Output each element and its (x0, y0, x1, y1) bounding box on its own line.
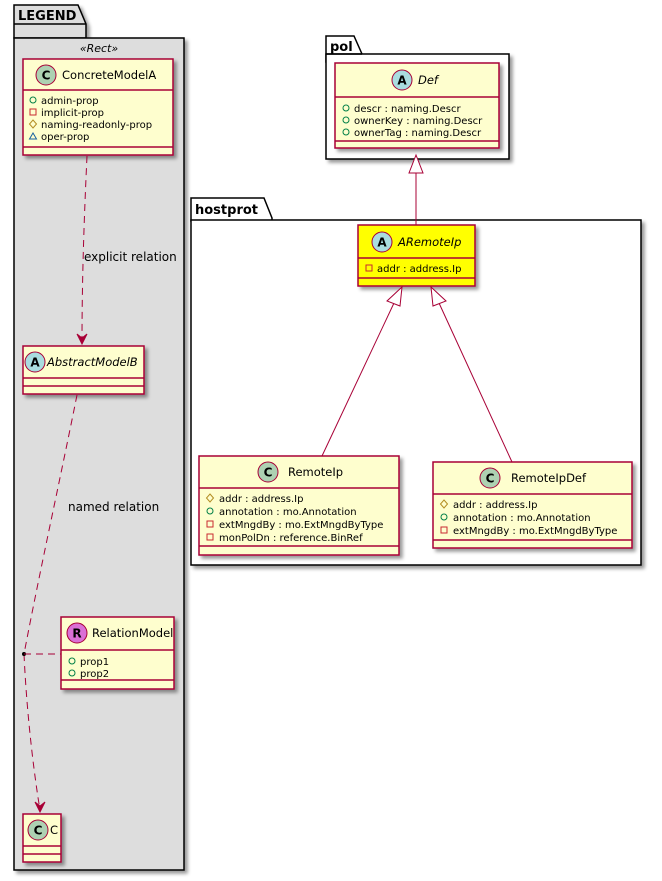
svg-text:A: A (30, 356, 40, 370)
package-visibility-icon (28, 132, 38, 140)
class-name: RemoteIpDef (511, 471, 587, 485)
svg-text:A: A (397, 74, 407, 88)
relation-r-icon: R (66, 622, 88, 644)
attribute: extMngdBy : mo.ExtMngdByType (453, 526, 617, 537)
svg-text:C: C (264, 466, 273, 480)
abstract-a-icon: A (371, 231, 393, 253)
inheritance-arrow-icon (386, 285, 403, 307)
class-c-icon: C (479, 467, 501, 489)
abstract-a-icon: A (391, 69, 413, 91)
private-visibility-icon (440, 526, 448, 534)
private-visibility-icon (365, 264, 373, 272)
public-visibility-icon (342, 116, 350, 124)
class-name: AbstractModelB (46, 355, 138, 369)
relation-label: explicit relation (84, 250, 177, 264)
protected-visibility-icon (205, 493, 215, 503)
relation-inheritance-def[interactable] (408, 153, 424, 228)
class-name: RelationModel (92, 626, 173, 640)
attribute: prop2 (80, 669, 109, 680)
attribute: prop1 (80, 657, 109, 668)
class-name: C (50, 823, 58, 837)
attribute: annotation : mo.Annotation (219, 507, 357, 518)
attribute: annotation : mo.Annotation (453, 513, 591, 524)
class-abstract-model-b[interactable]: A AbstractModelB (22, 345, 145, 395)
protected-visibility-icon (28, 119, 38, 129)
inheritance-arrow-icon (430, 285, 447, 307)
public-visibility-icon (440, 513, 448, 521)
private-visibility-icon (206, 520, 214, 528)
relation-inheritance-remote-ip-def[interactable] (430, 285, 513, 463)
protected-visibility-icon (439, 499, 449, 509)
class-name: ConcreteModelA (62, 68, 156, 82)
svg-text:C: C (486, 472, 495, 486)
package-legend: LEGEND «Rect» (13, 4, 185, 871)
abstract-a-icon: A (24, 351, 46, 373)
public-visibility-icon (342, 104, 350, 112)
attribute: oper-prop (41, 132, 89, 143)
attribute: naming-readonly-prop (41, 120, 152, 131)
attribute: admin-prop (41, 96, 99, 107)
attribute: descr : naming.Descr (354, 104, 461, 115)
attribute: ownerTag : naming.Descr (354, 128, 482, 139)
legend-stereotype: «Rect» (80, 42, 119, 55)
class-name: ARemoteIp (397, 235, 461, 249)
relation-explicit[interactable]: explicit relation (76, 155, 177, 346)
attribute: extMngdBy : mo.ExtMngdByType (219, 520, 383, 531)
attribute: addr : address.Ip (453, 500, 537, 511)
class-c-icon: C (27, 819, 49, 841)
class-name: Def (418, 73, 440, 87)
arrow-head-icon (76, 333, 88, 346)
public-visibility-icon (68, 669, 76, 677)
attribute: addr : address.Ip (219, 494, 303, 505)
public-visibility-icon (342, 128, 350, 136)
svg-text:C: C (34, 824, 43, 838)
relation-label: named relation (68, 500, 159, 514)
inheritance-arrow-icon (408, 153, 424, 174)
public-visibility-icon (68, 657, 76, 665)
class-remote-ip[interactable]: C RemoteIp addr : address.Ip annotation … (198, 455, 400, 556)
public-visibility-icon (29, 96, 37, 104)
relation-named[interactable]: named relation (22, 394, 159, 814)
class-c[interactable]: C C (22, 813, 62, 863)
private-visibility-icon (206, 533, 214, 541)
class-relation-model[interactable]: R RelationModel prop1 prop2 (60, 616, 175, 690)
private-visibility-icon (29, 108, 37, 116)
relation-inheritance-remote-ip[interactable] (321, 285, 403, 457)
arrow-head-icon (34, 801, 46, 814)
class-name: RemoteIp (288, 465, 343, 479)
class-remote-ip-def[interactable]: C RemoteIpDef addr : address.Ip annotati… (432, 461, 633, 549)
package-pol-name: pol (330, 40, 353, 55)
package-hostprot-name: hostprot (195, 203, 258, 218)
svg-text:A: A (377, 236, 387, 250)
class-aremote-ip[interactable]: A ARemoteIp addr : address.Ip (357, 224, 476, 287)
attribute: monPolDn : reference.BinRef (219, 533, 363, 544)
class-concrete-model-a[interactable]: C ConcreteModelA admin-prop implicit-pro… (22, 58, 174, 156)
svg-text:R: R (72, 627, 81, 641)
package-legend-name: LEGEND (18, 9, 77, 24)
attribute: implicit-prop (41, 108, 104, 119)
class-c-icon: C (257, 461, 279, 483)
svg-text:C: C (42, 69, 51, 83)
class-def[interactable]: A Def descr : naming.Descr ownerKey : na… (334, 62, 500, 149)
attribute: ownerKey : naming.Descr (354, 116, 483, 127)
class-c-icon: C (35, 64, 57, 86)
attribute: addr : address.Ip (377, 264, 461, 275)
public-visibility-icon (206, 507, 214, 515)
